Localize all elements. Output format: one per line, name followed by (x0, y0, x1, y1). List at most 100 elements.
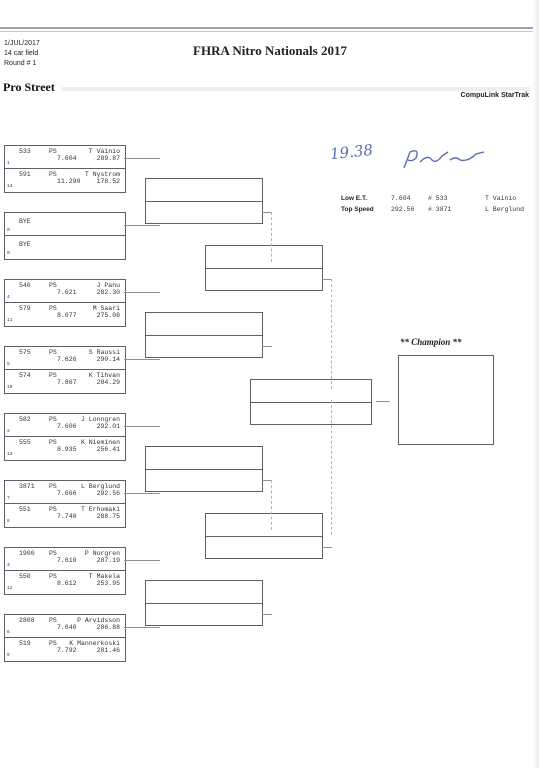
low-et-label: Low E.T. (341, 195, 367, 202)
driver-name: M Saari (92, 305, 120, 312)
racer-entry: 574 PS K Tihvan 10 7.867 284.29 (5, 370, 125, 393)
racer-entry: 582 PS J Lonngren 2 7.606 292.01 (5, 414, 125, 437)
speed-mph: 281.46 (96, 647, 120, 654)
car-class: PS (49, 483, 57, 490)
elapsed-time: 7.867 (57, 379, 77, 386)
car-number: 540 (19, 282, 31, 289)
semifinal-slot[interactable] (205, 245, 323, 291)
driver-name: P Norgren (84, 550, 120, 557)
bracket-connector-vertical (331, 279, 333, 389)
top-speed-driver: L Berglund (485, 206, 525, 213)
elapsed-time: 7.606 (57, 423, 77, 430)
speed-mph: 256.41 (96, 446, 120, 453)
car-number: 3871 (19, 483, 35, 490)
lane-number: 7 (7, 496, 10, 501)
elapsed-time: 7.610 (57, 557, 77, 564)
speed-mph: 253.95 (96, 580, 120, 587)
driver-name: T Makela (88, 573, 120, 580)
bracket-connector (262, 614, 272, 615)
elapsed-time: 7.666 (57, 490, 77, 497)
champion-label: ** Champion ** (400, 337, 462, 347)
bracket-connector (124, 627, 160, 628)
speed-mph: 287.19 (96, 557, 120, 564)
round2-slot[interactable] (145, 446, 263, 492)
bracket-connector (124, 225, 160, 226)
elapsed-time: 7.740 (57, 513, 77, 520)
final-slot[interactable] (250, 379, 372, 425)
driver-name: T Erhomaki (80, 506, 120, 513)
lane-number: 0 (7, 228, 10, 233)
driver-name: L Berglund (80, 483, 120, 490)
car-number: 579 (19, 305, 31, 312)
speed-mph: 288.75 (96, 513, 120, 520)
bracket-connector (124, 359, 160, 360)
driver-name: K Nieminen (80, 439, 120, 446)
top-speed-label: Top Speed (341, 206, 374, 213)
driver-name: J Lonngren (80, 416, 120, 423)
dotted-rule (62, 87, 530, 91)
driver-name: K Mannerkoski (69, 640, 120, 647)
car-number: 551 (19, 506, 31, 513)
elapsed-time: 7.792 (57, 647, 77, 654)
speed-mph: 292.01 (96, 423, 120, 430)
elapsed-time: 7.604 (57, 155, 77, 162)
lane-number: 8 (7, 519, 10, 524)
car-class: PS (49, 171, 57, 178)
lane-number: 13 (7, 452, 13, 457)
slot-divider (146, 335, 262, 336)
bracket-connector-vertical (271, 212, 273, 262)
round2-slot[interactable] (145, 580, 263, 626)
elapsed-time: 8.935 (57, 446, 77, 453)
round-number: Round # 1 (4, 60, 37, 67)
speed-mph: 289.87 (96, 155, 120, 162)
low-et-car: # 533 (428, 195, 448, 202)
driver-name: T Vainio (88, 148, 120, 155)
low-et-driver: T Vainio (485, 195, 517, 202)
bracket-connector (376, 401, 390, 402)
bracket-connector (124, 560, 160, 561)
driver-name: T Nystrom (84, 171, 120, 178)
round2-slot[interactable] (145, 312, 263, 358)
car-class: PS (49, 506, 57, 513)
champion-box[interactable] (398, 355, 494, 445)
bracket-connector-vertical (271, 480, 273, 530)
lane-number: 6 (7, 630, 10, 635)
elapsed-time: 8.612 (57, 580, 77, 587)
top-speed-car: # 3871 (428, 206, 452, 213)
car-number: BYE (19, 218, 31, 225)
car-number: 519 (19, 640, 31, 647)
bracket-connector-vertical (331, 400, 333, 535)
slot-divider (206, 536, 322, 537)
driver-name: K Tihvan (88, 372, 120, 379)
lane-number: 0 (7, 251, 10, 256)
event-date: 1/JUL/2017 (4, 40, 40, 47)
lane-number: 10 (7, 385, 13, 390)
speed-mph: 284.29 (96, 379, 120, 386)
event-title: FHRA Nitro Nationals 2017 (193, 43, 347, 58)
lane-number: 4 (7, 295, 10, 300)
car-class: PS (49, 640, 57, 647)
handwritten-time: 19.38 (329, 140, 374, 164)
car-class: PS (49, 416, 57, 423)
round2-slot[interactable] (145, 178, 263, 224)
lane-number: 2 (7, 429, 10, 434)
car-number: 582 (19, 416, 31, 423)
brand-label: CompuLink StarTrak (460, 92, 529, 99)
field-size: 14 car field (4, 50, 39, 57)
car-number: 574 (19, 372, 31, 379)
slot-divider (206, 268, 322, 269)
semifinal-slot[interactable] (205, 513, 323, 559)
car-class: PS (49, 372, 57, 379)
car-class: PS (49, 282, 57, 289)
speed-mph: 290.14 (96, 356, 120, 363)
handwritten-signature (403, 150, 485, 169)
car-number: 533 (19, 148, 31, 155)
